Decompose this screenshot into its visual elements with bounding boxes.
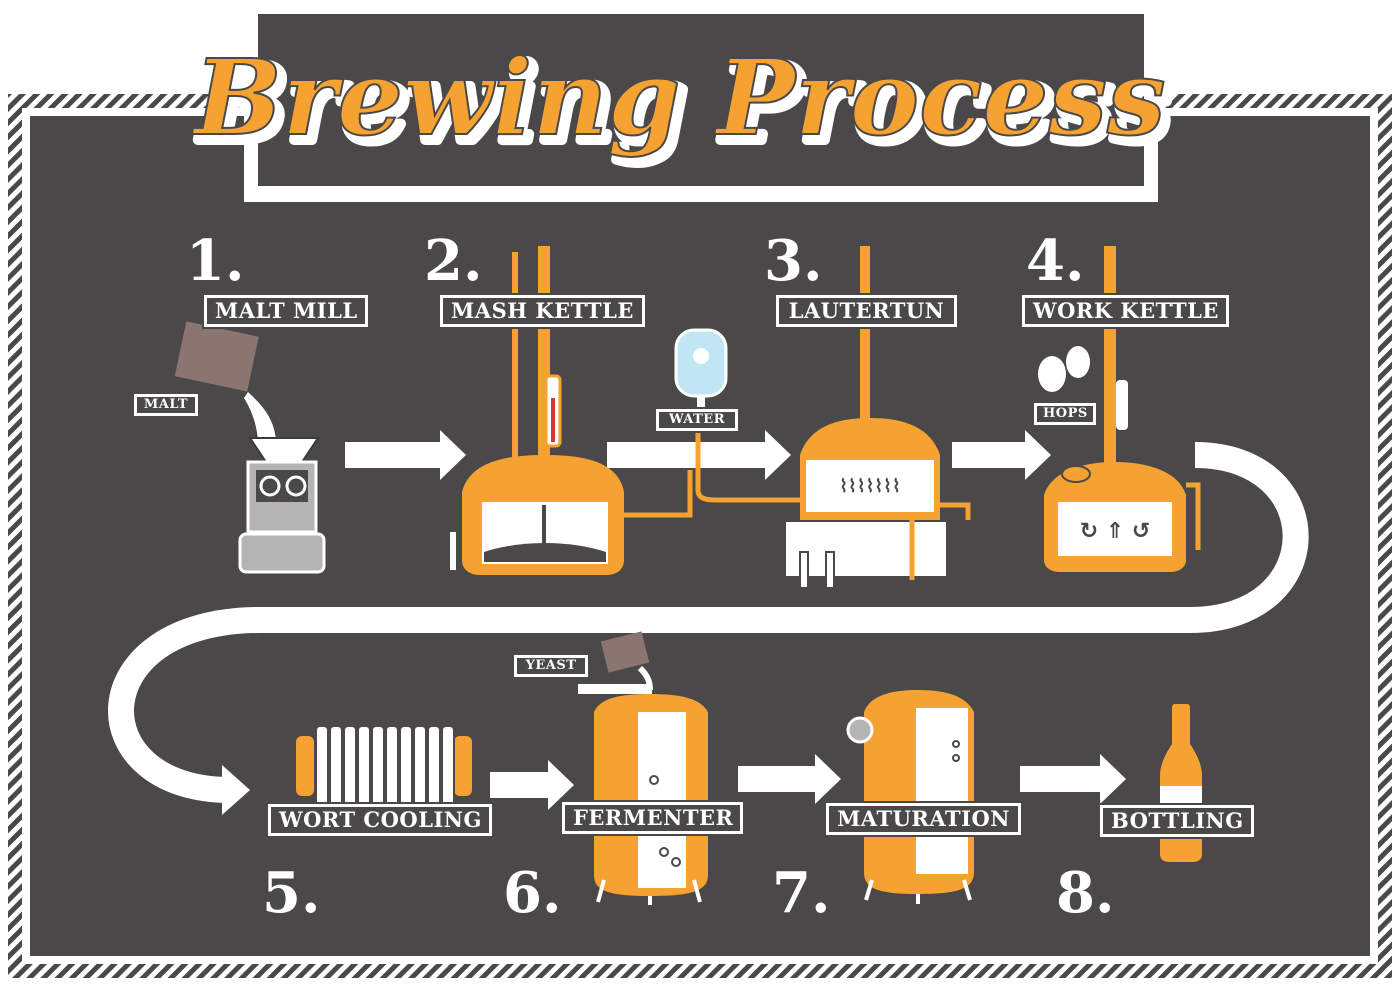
maturation-window: [916, 708, 968, 874]
ingredient-label-malt: MALT: [132, 392, 200, 418]
kettle-pipe: [512, 252, 518, 482]
svg-text:⌇⌇⌇⌇⌇⌇⌇: ⌇⌇⌇⌇⌇⌇⌇: [839, 476, 901, 497]
page-title-outline: Brewing Process: [197, 42, 1171, 165]
step-numbers: 1. 2. 3. 4. 5. 6. 7. 8.: [186, 228, 1114, 926]
step-label-maturation: MATURATION: [824, 801, 1023, 837]
step-number-6: 6.: [503, 860, 561, 926]
water-pipe: [624, 470, 693, 518]
step-label-malt-mill: MALT MILL: [202, 293, 370, 329]
maturation-tank-icon: [846, 690, 974, 904]
title-banner: [258, 14, 1144, 186]
step-number-2: 2.: [424, 228, 482, 294]
lautertun-window: [806, 460, 934, 512]
water-tank-icon: [674, 328, 800, 503]
work-kettle-chimney: [1104, 246, 1116, 466]
step-number-5: 5.: [262, 860, 320, 926]
lautertun-icon: ⌇⌇⌇⌇⌇⌇⌇: [786, 246, 971, 589]
step-label-mash-kettle: MASH KETTLE: [438, 293, 647, 329]
gear-icon: [259, 475, 281, 497]
work-kettle-window: [1058, 502, 1172, 556]
hops-icon: [1038, 346, 1090, 392]
malt-stream: [244, 392, 276, 440]
svg-text:↻ ⇑ ↺: ↻ ⇑ ↺: [1080, 519, 1151, 544]
arrow-7-to-8: [1020, 754, 1126, 804]
step-number-8: 8.: [1056, 860, 1114, 926]
arrow-6-to-7: [738, 754, 841, 804]
step-number-7: 7.: [772, 860, 830, 926]
fermenter-window: [638, 712, 686, 888]
lautertun-base: [786, 522, 946, 576]
yeast-sack-icon: [578, 631, 653, 694]
arrow-head-to-5: [222, 765, 250, 815]
page-title: Brewing Process: [191, 36, 1165, 159]
ingredient-label-yeast: YEAST: [512, 653, 590, 679]
mash-kettle-icon: [450, 246, 693, 575]
ingredient-label-hops: HOPS: [1032, 401, 1098, 427]
step-label-work-kettle: WORK KETTLE: [1020, 293, 1231, 329]
step-number-4: 4.: [1026, 228, 1084, 294]
mill-base: [238, 532, 326, 574]
thermometer-mercury: [551, 398, 555, 442]
mill-window: [256, 470, 308, 502]
wort-cooler-icon: [296, 725, 472, 807]
fermenter-icon: [594, 694, 708, 905]
ingredient-label-water: WATER: [654, 407, 740, 433]
sight-glass: [1116, 380, 1128, 430]
work-kettle-icon: ↻ ⇑ ↺: [1044, 246, 1201, 572]
arrow-3-to-4: [952, 430, 1051, 480]
gear-icon: [285, 475, 307, 497]
malt-sack-icon: [174, 321, 259, 392]
kettle-tap: [450, 532, 456, 570]
pressure-gauge-icon: [846, 716, 874, 744]
lautertun-chimney: [860, 246, 870, 438]
malt-mill-icon: [174, 321, 326, 574]
step-label-fermenter: FERMENTER: [560, 800, 745, 836]
step-number-3: 3.: [764, 228, 822, 294]
step-label-lautertun: LAUTERTUN: [774, 293, 959, 329]
mash-stirrer: [542, 505, 546, 555]
step-label-wort-cooling: WORT COOLING: [266, 802, 494, 838]
arrow-1-to-2: [345, 430, 466, 480]
step-number-1: 1.: [186, 228, 244, 294]
arrow-5-to-6: [490, 760, 574, 810]
step-label-bottling: BOTTLING: [1098, 803, 1256, 839]
s-curve-path: [108, 442, 1309, 803]
